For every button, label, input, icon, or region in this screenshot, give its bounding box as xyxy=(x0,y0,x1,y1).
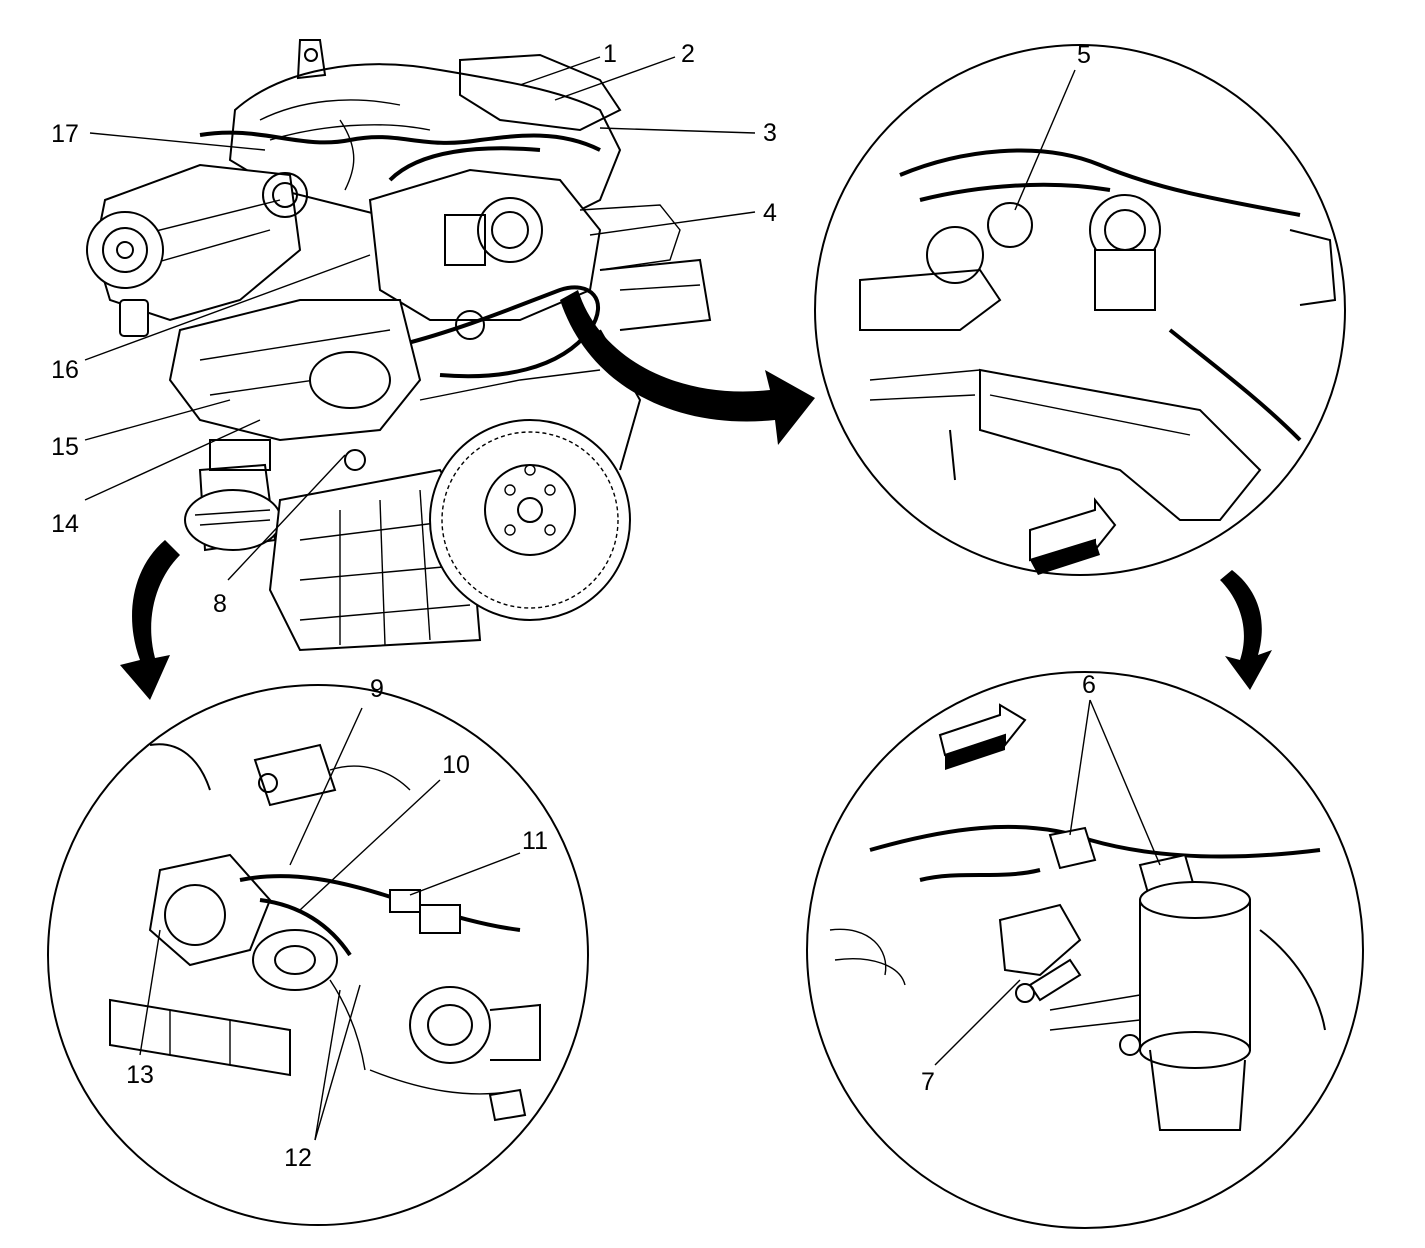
detail-circle-egr-top xyxy=(814,44,1346,576)
callout-7: 7 xyxy=(921,1068,935,1096)
callout-16: 16 xyxy=(51,356,79,384)
callout-1: 1 xyxy=(603,40,617,68)
callout-9: 9 xyxy=(370,675,384,703)
callout-6: 6 xyxy=(1082,671,1096,699)
detail-circle-sensor-harness xyxy=(47,684,589,1226)
callout-15: 15 xyxy=(51,433,79,461)
callout-3: 3 xyxy=(763,119,777,147)
leader-lines xyxy=(84,56,1161,1141)
detail-circle-egr-bottom xyxy=(806,671,1364,1229)
view-arrows xyxy=(120,290,1272,700)
callout-8: 8 xyxy=(213,590,227,618)
callout-11: 11 xyxy=(522,827,548,855)
callout-5: 5 xyxy=(1077,41,1091,69)
callout-labels: 1 2 3 4 5 6 7 8 9 10 11 12 13 14 15 16 1… xyxy=(51,40,1096,1172)
callout-10: 10 xyxy=(442,751,470,779)
callout-2: 2 xyxy=(681,40,695,68)
callout-13: 13 xyxy=(126,1061,154,1089)
callout-12: 12 xyxy=(284,1144,312,1172)
engine-main-view xyxy=(86,39,712,652)
callout-4: 4 xyxy=(763,199,777,227)
callout-14: 14 xyxy=(51,510,79,538)
callout-17: 17 xyxy=(51,120,79,148)
